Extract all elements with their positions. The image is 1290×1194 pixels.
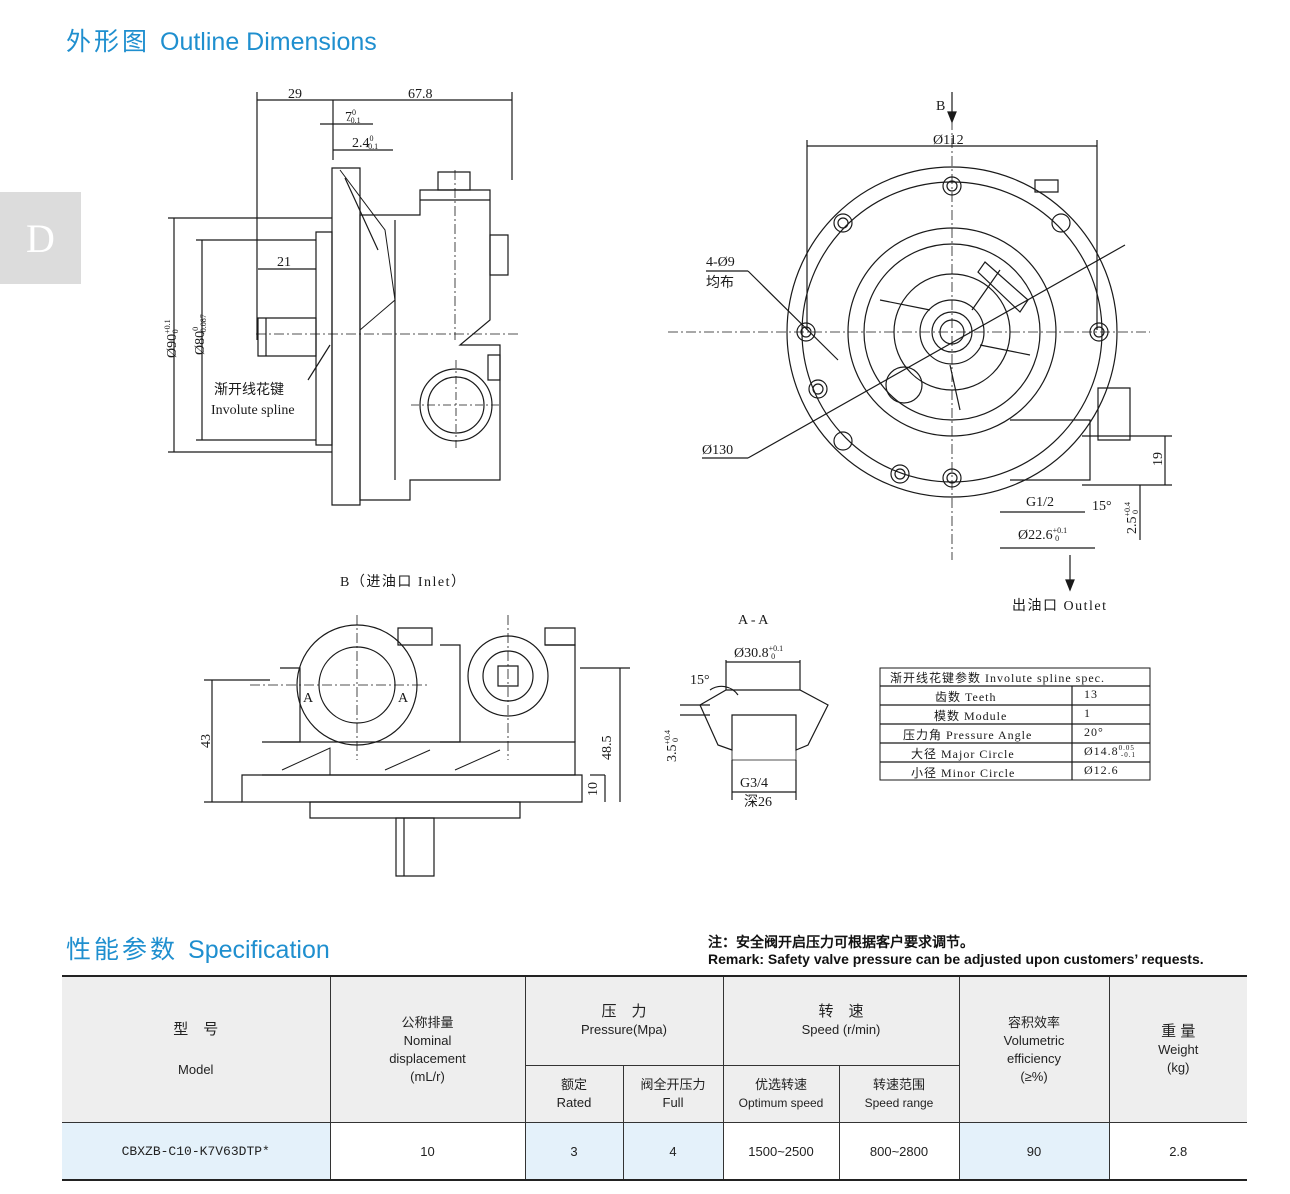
header-weight: 重 量 Weight (kg) [1108,976,1247,1123]
spline-row-value: 1 [1084,706,1091,720]
dim-g34: G3/4 [740,776,768,791]
dim-29: 29 [288,87,302,102]
outline-title-en: Outline Dimensions [160,28,377,56]
cell-rated: 3 [524,1122,624,1181]
cell-full: 4 [622,1122,724,1181]
dim-19: 19 [1151,452,1166,466]
spline-row-label: 模数 Module [934,708,1007,723]
spline-row-value: 13 [1084,687,1098,701]
spline-row-value: 20° [1084,725,1104,739]
spline-label-en: Involute spline [211,403,295,418]
spline-row-label: 小径 Minor Circle [911,766,1015,780]
dim-3-5: 3.5+0.40 [663,730,680,762]
dim-48-5: 48.5 [600,736,615,761]
cell-displacement: 10 [329,1122,526,1181]
cell-weight: 2.8 [1108,1122,1247,1181]
spec-title-en: Specification [188,936,330,964]
inlet-label: B（进油口 Inlet） [340,574,467,590]
dim-deep: 深26 [744,794,772,810]
side-view [168,92,520,506]
spline-row-label: 齿数 Teeth [935,689,996,704]
remark-en: Remark: Safety valve pressure can be adj… [708,951,1204,967]
outline-title: 外形图 Outline Dimensions [66,22,377,58]
table-row: CBXZB-C10-K7V63DTP* 10 3 4 1500~2500 800… [62,1122,1247,1181]
dim-2-4: 2.40-0.1 [352,134,378,151]
technical-drawing: 29 67.8 70-0.1 2.40-0.1 21 Ø90+0.10 Ø800… [163,87,1172,877]
dim-ang15: 15° [1092,499,1112,514]
remark-cn: 注：安全阀开启压力可根据客户要求调节。 [708,934,974,950]
outline-title-cn: 外形图 [66,28,151,56]
section-aa-label: A - A [738,613,769,628]
dim-dia80: Ø800-0.087 [191,314,208,355]
spec-table: 型 号 Model 公称排量 Nominal displacement (mL/… [62,975,1247,1181]
spline-header: 渐开线花键参数 Involute spline spec. [890,670,1105,685]
bottom-view [204,615,630,877]
dim-67-8: 67.8 [408,87,433,102]
section-aa [680,660,829,800]
cell-range: 800~2800 [838,1122,960,1181]
dim-dia130: Ø130 [702,443,733,458]
spline-row-label: 大径 Major Circle [911,747,1015,761]
cell-model: CBXZB-C10-K7V63DTP* [62,1122,331,1181]
dim-10: 10 [586,782,601,796]
header-speed: 转 速 Speed (r/min) [722,976,960,1066]
dim-holes-cn: 均布 [706,275,734,291]
dim-2-5: 2.5+0.40 [1123,502,1140,534]
cell-optimum: 1500~2500 [722,1122,840,1181]
cell-efficiency: 90 [958,1122,1110,1181]
label-a-right: A [398,691,409,706]
dim-7: 70-0.1 [345,108,361,125]
spline-row-value: Ø12.6 [1084,763,1119,777]
side-tab: D [0,192,81,284]
label-b: B [936,99,945,114]
dim-dia90: Ø90+0.10 [163,319,180,358]
spec-title: 性能参数 Specification [66,930,330,966]
spline-row-value: Ø14.80.05-0.1 [1084,744,1136,759]
dim-dia112: Ø112 [933,133,964,148]
header-model: 型 号 Model [62,976,331,1123]
header-displacement: 公称排量 Nominal displacement (mL/r) [329,976,526,1123]
dim-holes: 4-Ø9 [706,255,735,270]
label-a-left: A [303,691,314,706]
spline-label-cn: 渐开线花键 [214,382,284,398]
remark: 注：安全阀开启压力可根据客户要求调节。 Remark: Safety valve… [708,934,1204,968]
spline-row-label: 压力角 Pressure Angle [903,728,1032,742]
dim-ang15b: 15° [690,673,710,688]
dim-g12: G1/2 [1026,495,1054,510]
dim-21: 21 [277,255,291,270]
header-pressure: 压 力 Pressure(Mpa) [524,976,724,1066]
outlet-label: 出油口 Outlet [1012,598,1108,614]
header-efficiency: 容积效率 Volumetric efficiency (≥%) [958,976,1110,1123]
spec-title-cn: 性能参数 [66,936,179,964]
spline-table [879,667,1151,781]
front-view [668,92,1172,592]
dim-43: 43 [199,734,214,748]
